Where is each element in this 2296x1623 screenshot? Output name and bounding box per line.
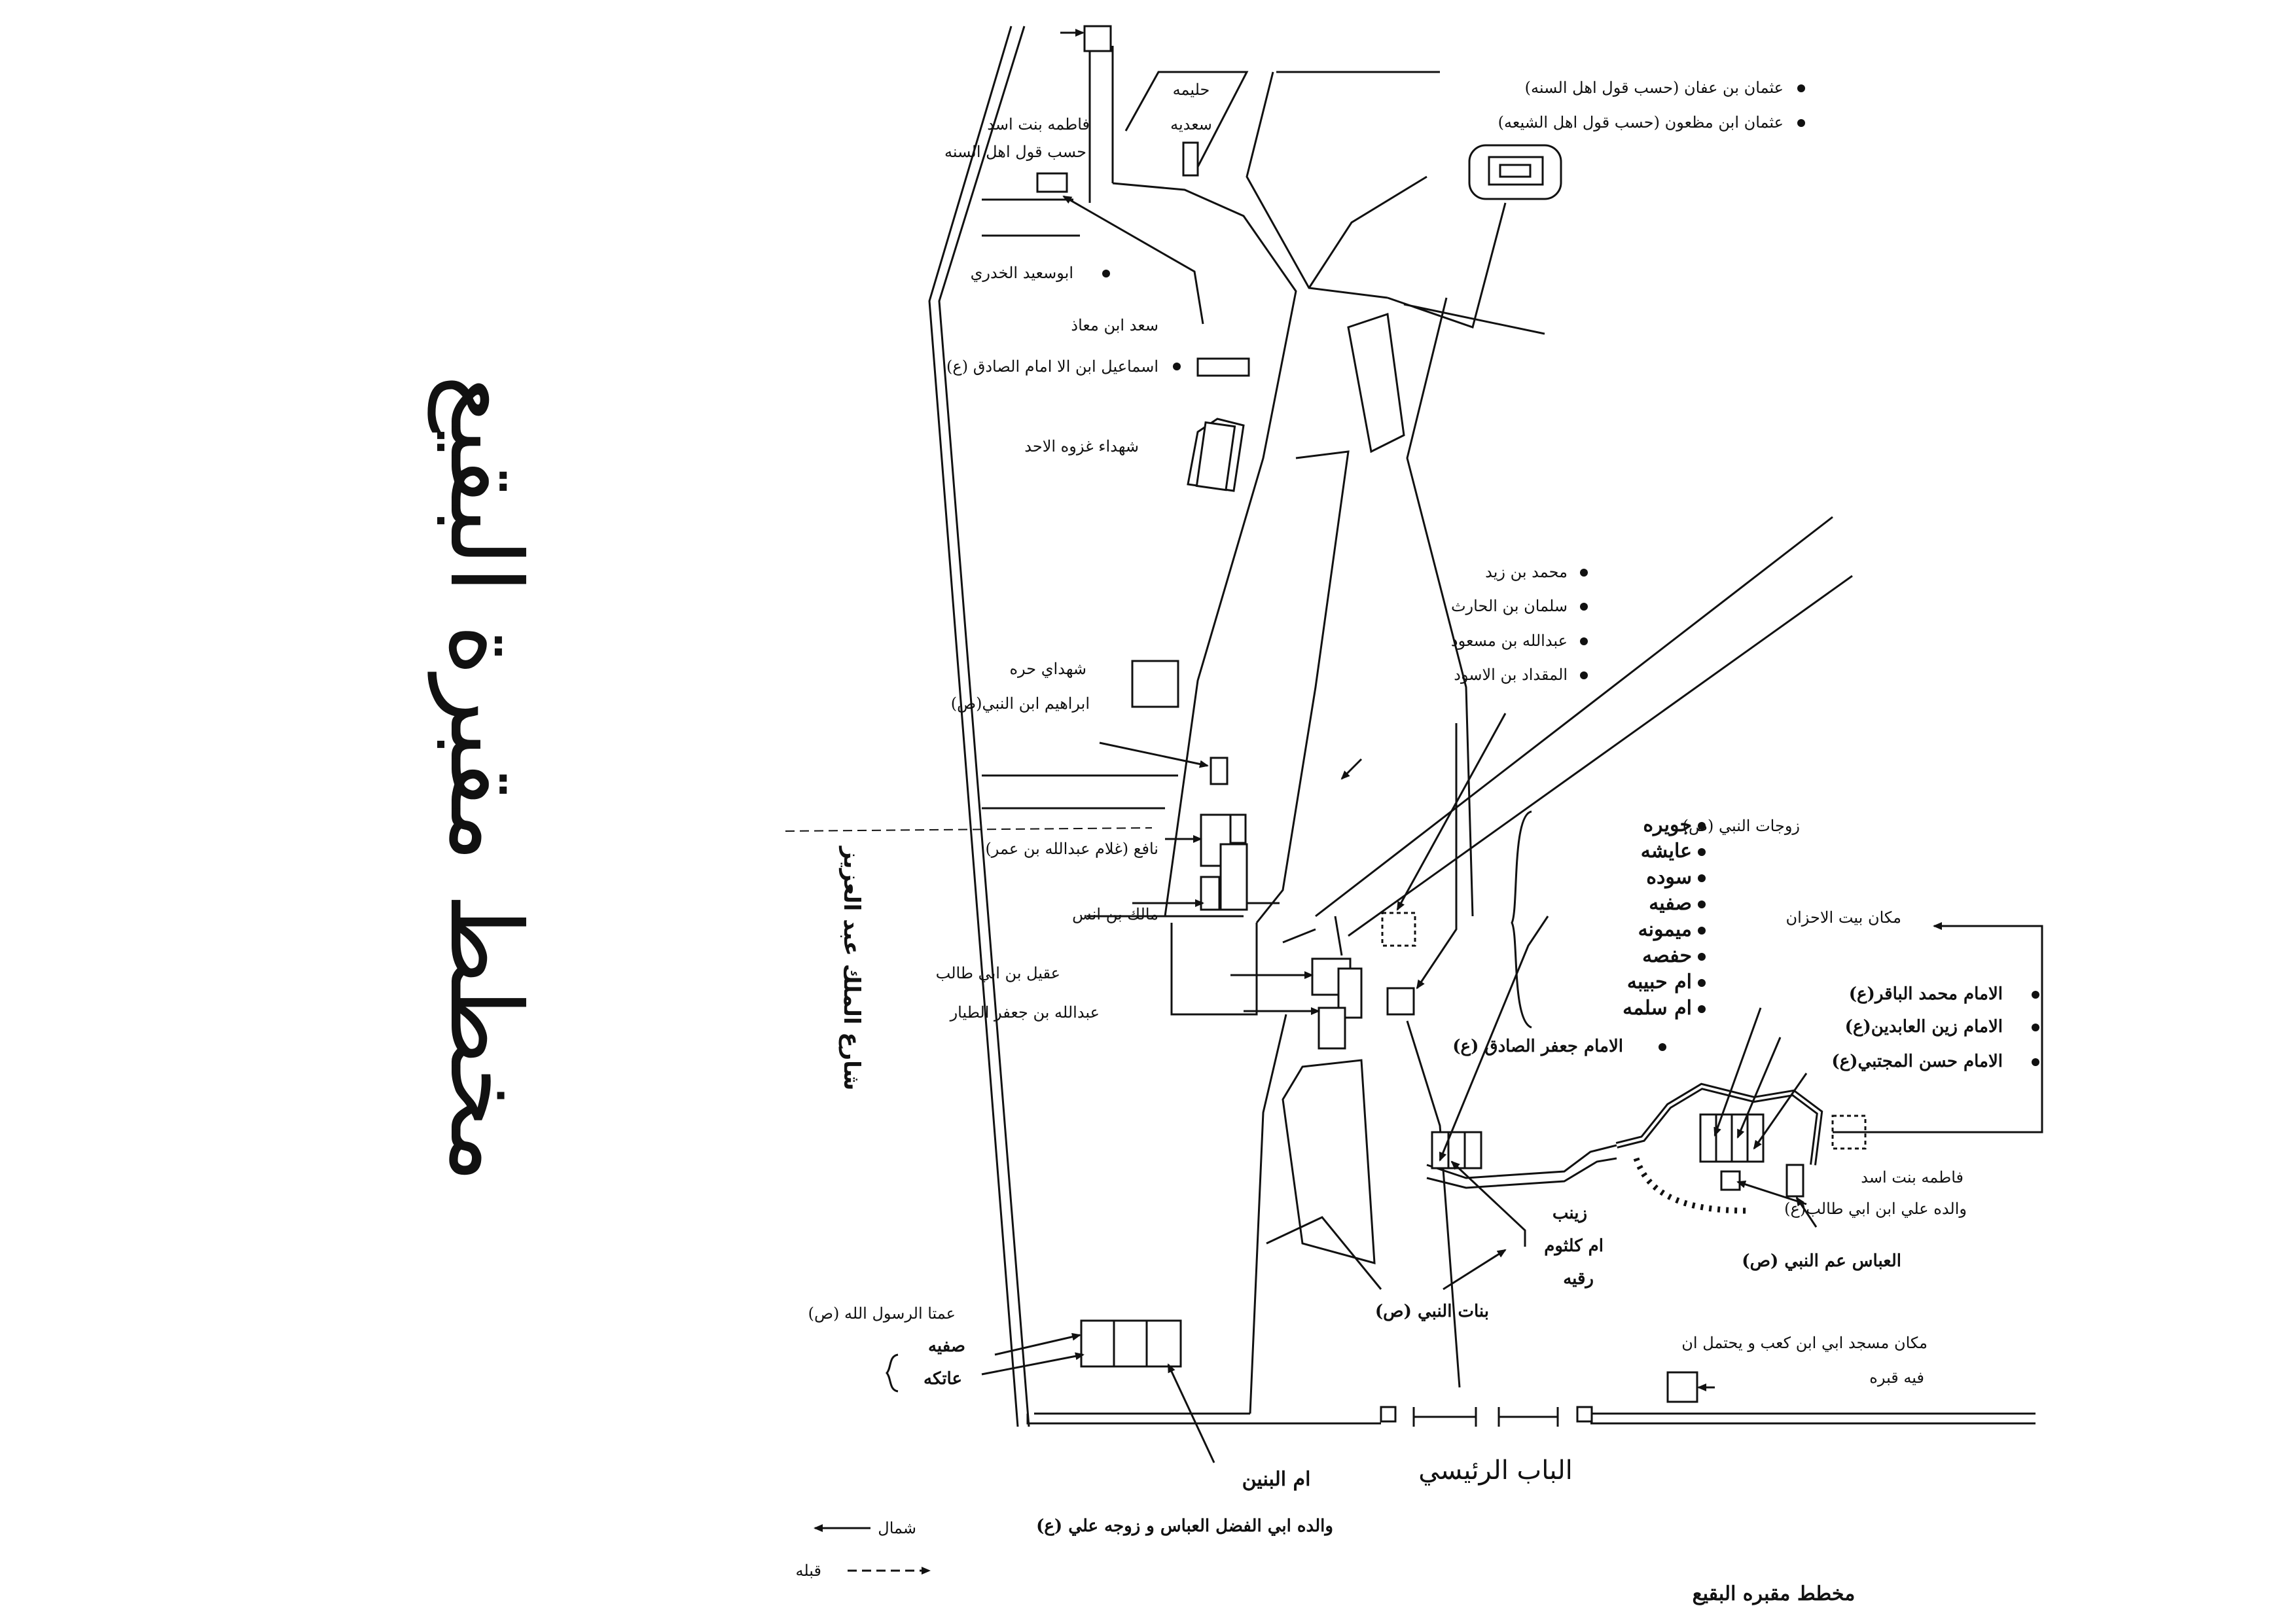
bullets bbox=[1102, 84, 2039, 1066]
label-jafar-sadiq: الامام جعفر الصادق (ع) bbox=[1452, 1037, 1623, 1056]
label-ibrahim: ابراهيم ابن النبي(ص) bbox=[951, 694, 1090, 713]
label-wife-7: ام حبيبه bbox=[1627, 971, 1692, 993]
label-umm-kulthum: ام كلثوم bbox=[1544, 1236, 1604, 1256]
label-fatima-asad-south-1: فاطمه بنت اسد bbox=[1861, 1168, 1964, 1186]
label-fatima-asad-north-2: حسب قول اهل السنه bbox=[944, 143, 1086, 161]
label-wife-2: عايشه bbox=[1641, 840, 1692, 863]
label-safiyya: صفيه bbox=[928, 1336, 965, 1356]
label-malik: مالك بن انس bbox=[1072, 905, 1158, 923]
pointer-arrows bbox=[981, 29, 2043, 1463]
label-fatima-asad-north-1: فاطمه بنت اسد bbox=[987, 115, 1090, 134]
map-labels: عثمان بن عفان (حسب قول اهل السنه) عثمان … bbox=[808, 79, 2003, 1536]
label-zaynab: زينب bbox=[1552, 1204, 1587, 1223]
label-house-grief: مكان بيت الاحزان bbox=[1785, 908, 1901, 927]
label-wives-heading: زوجات النبي (ص) bbox=[1683, 817, 1800, 835]
label-fatima-asad-south-2: والده علي ابن ابي طالب(ع) bbox=[1784, 1200, 1967, 1218]
uthman-tomb bbox=[1468, 144, 1562, 200]
compass-legend: شمال قبله bbox=[795, 1519, 931, 1580]
label-wife-8: ام سلمه bbox=[1623, 997, 1692, 1020]
label-halima-1: حليمه bbox=[1173, 80, 1210, 99]
label-wife-5: ميمونه bbox=[1638, 918, 1692, 941]
label-aqil: عقيل بن ابي طالب bbox=[936, 964, 1060, 982]
label-abbas: العباس عم النبي (ص) bbox=[1742, 1251, 1901, 1271]
label-mosque-2: فيه قبره bbox=[1869, 1368, 1924, 1387]
daughters-tombs bbox=[1431, 1131, 1482, 1169]
south-wall bbox=[1026, 1406, 2036, 1427]
west-boundary-wall bbox=[928, 26, 1030, 1427]
label-wife-6: حفصه bbox=[1642, 944, 1692, 967]
imams-enclosure bbox=[1615, 1082, 1823, 1214]
cemetery-paths bbox=[982, 46, 1853, 1415]
label-uthman-affan: عثمان بن عفان (حسب قول اهل السنه) bbox=[1525, 79, 1784, 97]
imams-tombs bbox=[1699, 1113, 1765, 1163]
label-mosque-1: مكان مسجد ابي ابن كعب و يحتمل ان bbox=[1681, 1334, 1928, 1352]
label-miqdad: المقداد بن الاسود bbox=[1454, 666, 1568, 684]
tombs bbox=[1036, 25, 1867, 1403]
label-saad: سعد ابن معاذ bbox=[1071, 316, 1158, 334]
label-baqir: الامام محمد الباقر(ع) bbox=[1849, 984, 2003, 1004]
reference-line bbox=[785, 827, 1153, 832]
label-zayn: الامام زين العابدين(ع) bbox=[1845, 1017, 2003, 1037]
label-main-gate: الباب الرئيسي bbox=[1418, 1455, 1573, 1486]
label-harra: شهداي حره bbox=[1009, 660, 1086, 678]
label-ismail: اسماعيل ابن الا امام الصادق (ع) bbox=[946, 357, 1158, 376]
street-name: شارع الملك عبد العزيز bbox=[838, 846, 865, 1091]
label-wife-1: جويره bbox=[1643, 813, 1692, 836]
braces bbox=[886, 810, 1532, 1393]
label-halima-2: سعديه bbox=[1170, 115, 1212, 134]
label-salman: سلمان بن الحارث bbox=[1451, 597, 1568, 615]
label-abu-said: ابوسعيد الخدري bbox=[971, 264, 1073, 282]
label-uhud: شهداء غزوه الاحد bbox=[1024, 437, 1139, 455]
footer-title: مخطط مقبره البقيع bbox=[1693, 1582, 1856, 1605]
label-wife-4: صفيه bbox=[1649, 892, 1692, 915]
label-atika: عاتكه bbox=[924, 1369, 962, 1389]
label-wife-3: سوده bbox=[1646, 866, 1692, 889]
page-title: مخطط مقبرة البقيع bbox=[427, 375, 542, 1183]
compass-north-label: شمال bbox=[878, 1519, 916, 1537]
label-abdullah-jafar: عبدالله بن جعفر الطيار bbox=[950, 1003, 1100, 1022]
label-umm-banin-sub: والده ابي الفضل العباس و زوجه علي (ع) bbox=[1036, 1516, 1333, 1536]
compass-qibla-label: قبله bbox=[795, 1561, 821, 1580]
label-uthman-mazun: عثمان ابن مظعون (حسب قول اهل الشيعه) bbox=[1498, 113, 1784, 132]
label-aunts: عمتا الرسول الله (ص) bbox=[808, 1304, 956, 1323]
label-hasan: الامام حسن المجتبي(ع) bbox=[1831, 1052, 2003, 1071]
label-ruqayya: رقيه bbox=[1563, 1269, 1594, 1289]
label-muhammad-zayd: محمد بن زيد bbox=[1485, 563, 1568, 581]
label-abdullah-masud: عبدالله بن مسعود bbox=[1451, 632, 1568, 650]
label-daughters: بنات النبي (ص) bbox=[1375, 1302, 1489, 1321]
label-nafi: نافع (غلام عبدالله بن عمر) bbox=[985, 840, 1158, 858]
label-umm-banin: ام البنين bbox=[1242, 1468, 1311, 1491]
aunts-tombs bbox=[1080, 1319, 1182, 1368]
